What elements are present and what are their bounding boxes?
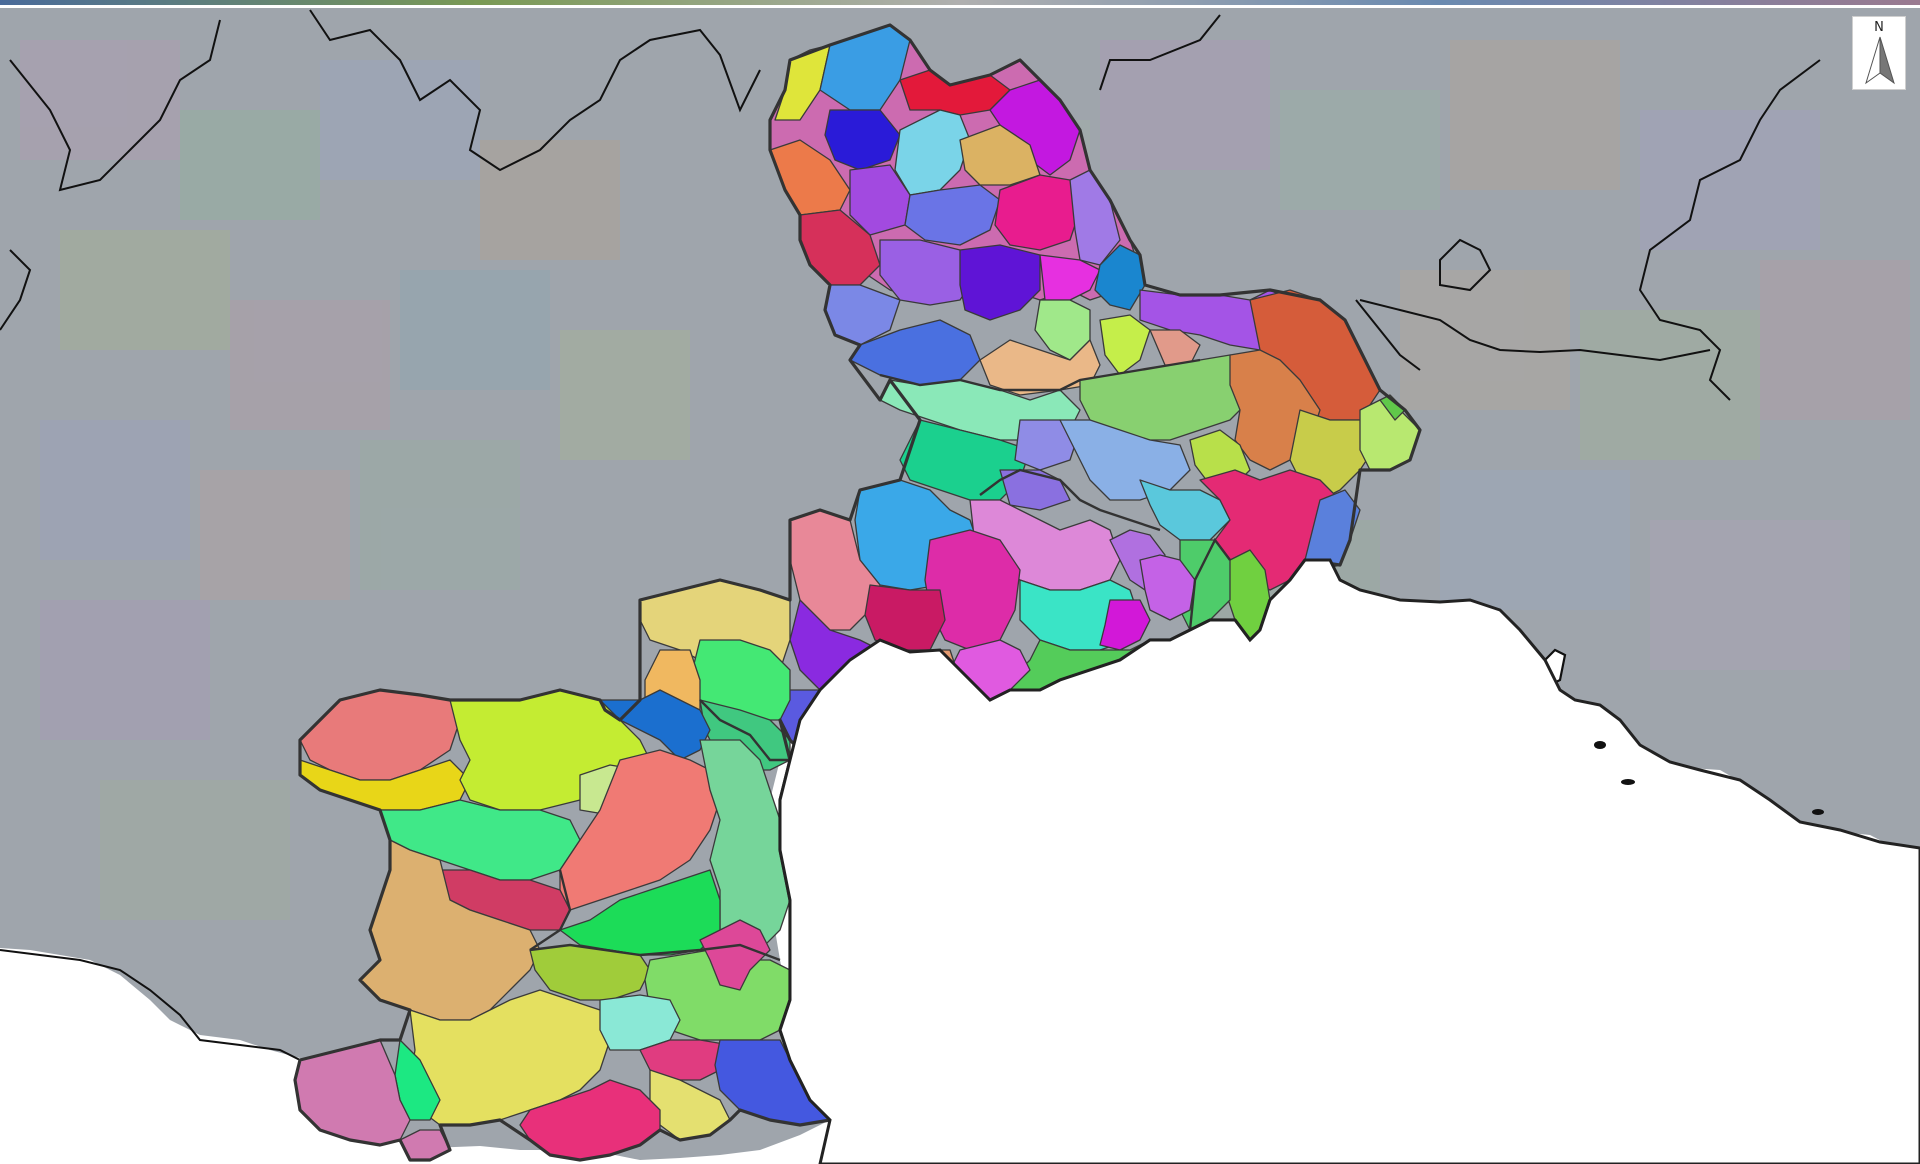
north-arrow: N <box>1852 16 1906 90</box>
study-region-outline <box>293 23 1422 1162</box>
outside-mosaic <box>20 40 1910 920</box>
north-label: N <box>1874 20 1884 35</box>
coast-islands <box>1594 741 1824 815</box>
top-rule <box>0 0 1920 5</box>
outside-borders <box>0 9 1821 1061</box>
gulf-of-lion <box>778 558 1920 1164</box>
north-arrow-icon <box>1865 36 1895 85</box>
department-boundaries <box>529 358 1231 962</box>
